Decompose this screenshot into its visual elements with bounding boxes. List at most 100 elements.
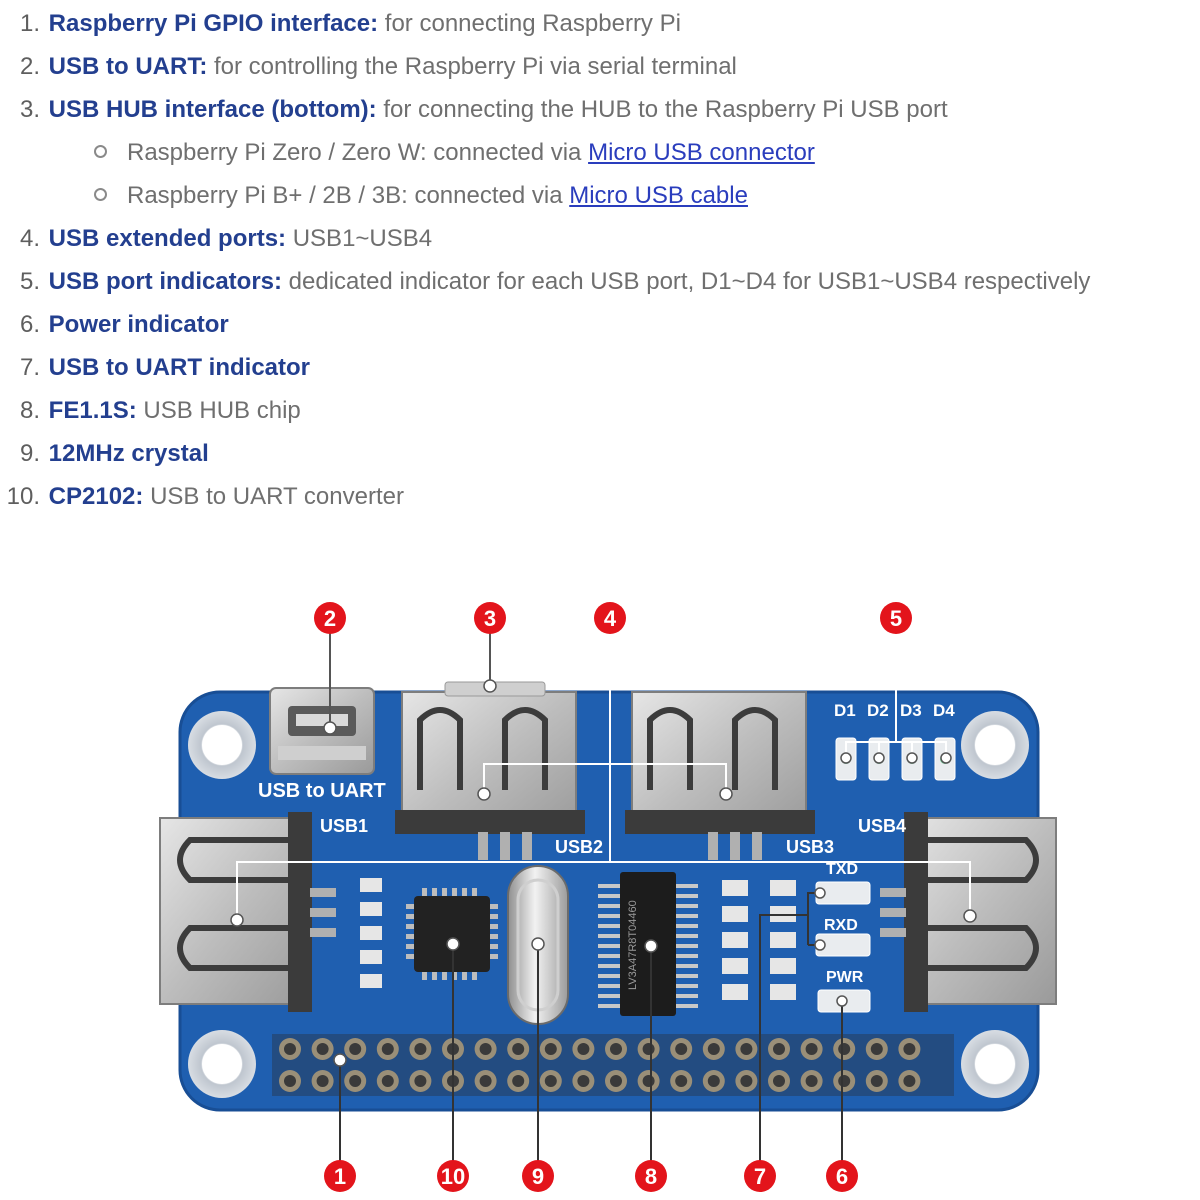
mounting-hole xyxy=(975,1044,1015,1084)
gpio-header xyxy=(272,1034,954,1096)
feature-term: CP2102: xyxy=(48,483,144,510)
feature-description: for connecting Raspberry Pi xyxy=(378,10,681,37)
gpio-pin-hole xyxy=(414,1075,427,1087)
gpio-pin-hole xyxy=(870,1043,883,1055)
gpio-pin-hole xyxy=(349,1075,362,1087)
gpio-pin-hole xyxy=(675,1075,688,1087)
feature-item-4: 4. USB extended ports: USB1~USB4 xyxy=(0,219,432,259)
d4-silk: D4 xyxy=(933,701,955,720)
usb4-silk: USB4 xyxy=(858,816,906,836)
feature-number: 6. xyxy=(19,311,40,338)
mounting-hole xyxy=(202,1044,242,1084)
gpio-pin-hole xyxy=(642,1043,655,1055)
usb2-silk: USB2 xyxy=(555,837,603,857)
svg-text:3: 3 xyxy=(484,606,496,631)
gpio-pin-hole xyxy=(577,1043,590,1055)
usb3-port xyxy=(625,691,815,860)
feature-term: USB port indicators: xyxy=(48,268,283,295)
feature-description: USB1~USB4 xyxy=(286,225,433,252)
gpio-pin-hole xyxy=(610,1075,622,1087)
svg-text:2: 2 xyxy=(324,606,336,631)
gpio-pin-hole xyxy=(773,1043,785,1055)
callout-7: 7 xyxy=(744,1160,776,1192)
usb1-port xyxy=(159,812,336,1012)
callout-5: 5 xyxy=(880,602,912,634)
mounting-holes xyxy=(188,711,1029,1098)
d1-silk: D1 xyxy=(834,701,856,720)
gpio-pin-hole xyxy=(512,1043,525,1055)
feature-number: 8. xyxy=(19,397,40,424)
callout-10: 10 xyxy=(437,1160,469,1192)
circle-bullet-icon xyxy=(94,145,107,159)
feature-item-2: 2. USB to UART: for controlling the Rasp… xyxy=(0,47,737,87)
gpio-pin-hole xyxy=(740,1075,753,1087)
rxd-silk: RXD xyxy=(824,917,858,934)
gpio-pin-hole xyxy=(544,1043,557,1055)
svg-text:9: 9 xyxy=(532,1164,544,1189)
leader-lines xyxy=(236,632,971,1162)
d2-silk: D2 xyxy=(867,701,889,720)
svg-text:1: 1 xyxy=(334,1164,346,1189)
feature-number: 7. xyxy=(19,354,40,381)
gpio-pin-hole xyxy=(740,1043,753,1055)
callout-8: 8 xyxy=(635,1160,667,1192)
d3-silk: D3 xyxy=(900,701,922,720)
gpio-pin-hole xyxy=(381,1043,394,1055)
gpio-pin-hole xyxy=(381,1075,394,1087)
feature-number: 1. xyxy=(19,10,40,37)
cp2102-chip xyxy=(406,888,498,980)
gpio-pin-hole xyxy=(903,1075,916,1087)
svg-text:7: 7 xyxy=(754,1164,766,1189)
svg-text:6: 6 xyxy=(836,1164,848,1189)
feature-item-1: 1. Raspberry Pi GPIO interface: for conn… xyxy=(0,4,681,44)
gpio-pin-hole xyxy=(544,1075,557,1087)
usb3-silk: USB3 xyxy=(786,837,834,857)
mounting-hole xyxy=(202,725,242,765)
feature-description: dedicated indicator for each USB port, D… xyxy=(282,268,1091,295)
gpio-pin-hole xyxy=(805,1075,818,1087)
usb2-port xyxy=(395,691,585,860)
callout-4: 4 xyxy=(594,602,626,634)
feature-description: for controlling the Raspberry Pi via ser… xyxy=(207,53,737,80)
feature-item-7: 7. USB to UART indicator xyxy=(0,348,310,388)
pwr-silk: PWR xyxy=(826,969,864,986)
feature-subitem-bplus: Raspberry Pi B+ / 2B / 3B: connected via… xyxy=(94,176,748,216)
circle-bullet-icon xyxy=(94,188,107,202)
feature-item-8: 8. FE1.1S: USB HUB chip xyxy=(0,391,301,431)
leader-line-4-usb1-usb4 xyxy=(236,861,971,918)
micro-usb-connector-link[interactable]: Micro USB connector xyxy=(588,139,815,166)
feature-term: FE1.1S: xyxy=(48,397,137,424)
svg-text:4: 4 xyxy=(604,606,617,631)
gpio-pin-hole xyxy=(838,1043,851,1055)
feature-description: USB HUB chip xyxy=(136,397,301,424)
callout-badges: 2 3 4 5 1 10 9 8 xyxy=(314,602,912,1192)
gpio-pin-hole xyxy=(349,1043,362,1055)
gpio-pin-hole xyxy=(707,1075,720,1087)
callout-9: 9 xyxy=(522,1160,554,1192)
gpio-pin-hole xyxy=(773,1075,785,1087)
micro-usb-connector xyxy=(269,687,375,775)
feature-number: 2. xyxy=(19,53,40,80)
usb4-port xyxy=(880,812,1057,1012)
gpio-pin-hole xyxy=(284,1043,296,1055)
callout-1: 1 xyxy=(324,1160,356,1192)
gpio-pin-hole xyxy=(512,1075,525,1087)
leader-line-4-usb2-usb3 xyxy=(483,763,727,792)
feature-number: 3. xyxy=(19,96,40,123)
feature-term: Raspberry Pi GPIO interface: xyxy=(48,10,379,37)
usb-to-uart-silk: USB to UART xyxy=(258,780,386,802)
feature-term: 12MHz crystal xyxy=(48,440,209,467)
feature-term: USB to UART: xyxy=(48,53,208,80)
feature-item-3: 3. USB HUB interface (bottom): for conne… xyxy=(0,90,948,130)
gpio-pin-hole xyxy=(479,1075,492,1087)
gpio-pin-hole xyxy=(870,1075,883,1087)
resistor-array-left xyxy=(360,878,382,988)
feature-term: Power indicator xyxy=(48,311,229,338)
subitem-text: Raspberry Pi Zero / Zero W: connected vi… xyxy=(127,139,589,166)
feature-description: for connecting the HUB to the Raspberry … xyxy=(376,96,948,123)
micro-usb-cable-link[interactable]: Micro USB cable xyxy=(569,182,748,209)
feature-item-6: 6. Power indicator xyxy=(0,305,229,345)
feature-term: USB extended ports: xyxy=(48,225,287,252)
gpio-pin-hole xyxy=(577,1075,590,1087)
